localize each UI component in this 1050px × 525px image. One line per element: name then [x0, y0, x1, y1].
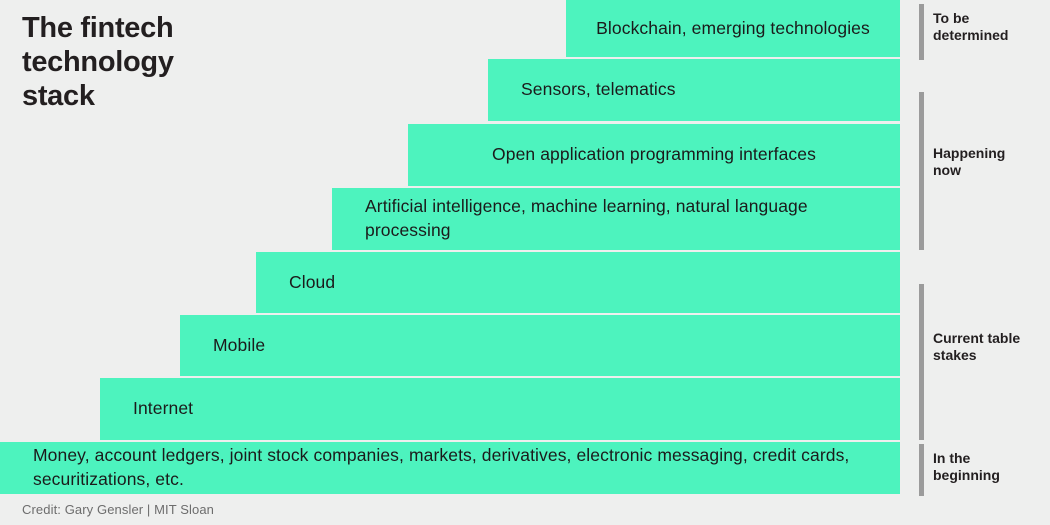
bracket-rule-to-be-determined — [919, 4, 924, 60]
stack-layer-mobile: Mobile — [180, 315, 900, 376]
stack-layer-cloud: Cloud — [256, 252, 900, 313]
bracket-label-current-table-stakes: Current table stakes — [933, 330, 1021, 364]
stack-layer-blockchain: Blockchain, emerging technologies — [566, 0, 900, 57]
stack-layer-label-cloud: Cloud — [289, 271, 336, 292]
bracket-rule-current-table-stakes — [919, 284, 924, 440]
bracket-label-to-be-determined: To be determined — [933, 10, 1009, 44]
stack-layer-label-blockchain: Blockchain, emerging technologies — [596, 17, 870, 38]
stack-layer-label-money-ledgers: Money, account ledgers, joint stock comp… — [33, 445, 850, 489]
stack-layer-label-mobile: Mobile — [213, 334, 266, 355]
stack-layer-internet: Internet — [100, 378, 900, 440]
credit-line: Credit: Gary Gensler | MIT Sloan — [22, 502, 215, 517]
stack-layer-label-sensors: Sensors, telematics — [521, 79, 676, 100]
bracket-rule-in-the-beginning — [919, 444, 924, 496]
stack-layer-open-apis: Open application programming interfaces — [408, 124, 900, 186]
stack-layer-label-internet: Internet — [133, 398, 194, 419]
stack-layer-money-ledgers: Money, account ledgers, joint stock comp… — [0, 442, 900, 494]
stack-layer-ai-ml-nlp: Artificial intelligence, machine learnin… — [332, 188, 900, 250]
stack-layer-label-open-apis: Open application programming interfaces — [492, 144, 816, 165]
page-title: The fintech technology stack — [22, 12, 174, 112]
bracket-rule-happening-now — [919, 92, 924, 250]
stack-layer-label-ai-ml-nlp: Artificial intelligence, machine learnin… — [365, 196, 808, 240]
bracket-label-in-the-beginning: In the beginning — [933, 450, 1000, 484]
stack-layer-sensors: Sensors, telematics — [488, 59, 900, 121]
bracket-label-happening-now: Happening now — [933, 145, 1006, 179]
